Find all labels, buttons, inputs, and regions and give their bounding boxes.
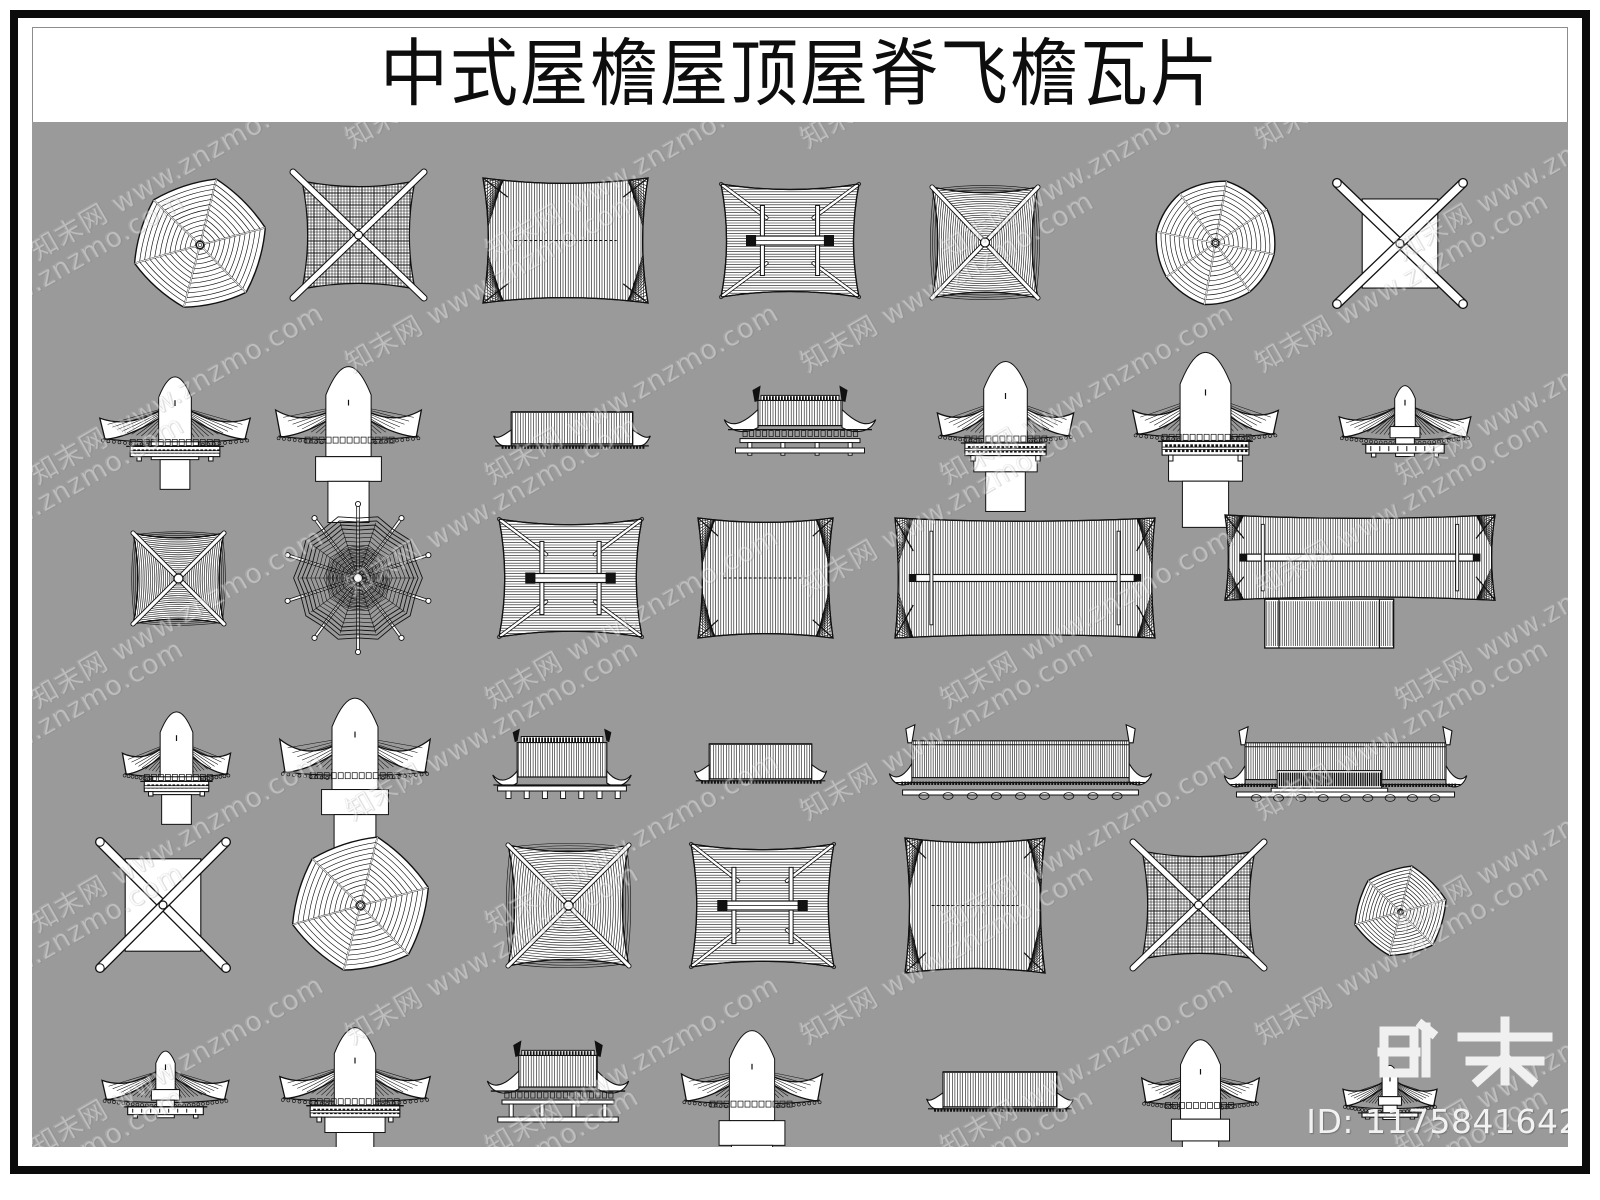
znzmo-logo (1370, 1011, 1560, 1089)
cad-figure (125, 175, 275, 315)
cad-figure (693, 513, 838, 643)
cad-figure (289, 168, 427, 302)
cad-figure (119, 710, 234, 825)
cad-figure (1335, 376, 1475, 461)
cad-figure (888, 720, 1153, 800)
cad-figure (275, 697, 435, 857)
cad-figure (283, 833, 438, 978)
document-id: ID: 1175841642 (1306, 1102, 1568, 1141)
cad-figure (492, 723, 632, 799)
cad-figure (677, 1029, 827, 1147)
page-title: 中式屋檐屋顶屋脊飞檐瓦片 (379, 31, 1220, 118)
cad-figure (493, 513, 648, 643)
cad-figure (501, 838, 636, 973)
cad-figure (890, 513, 1160, 643)
cad-figure (723, 385, 877, 456)
cad-figure (1223, 722, 1468, 802)
cad-figure (1128, 351, 1283, 528)
cad-figure (1129, 838, 1267, 972)
cad-figure (126, 526, 231, 631)
cad-figure (1143, 178, 1288, 308)
cad-figure (925, 180, 1045, 305)
cad-figure (1138, 1038, 1263, 1147)
cad-figure (1330, 176, 1470, 311)
cad-figure (98, 1042, 233, 1122)
cad-figure (1348, 862, 1453, 962)
cad-figure (1220, 510, 1500, 650)
cad-figure (492, 401, 652, 456)
cad-figure (93, 835, 233, 975)
cad-figure (478, 173, 653, 308)
cad-figure (685, 838, 840, 973)
drawing-layer (32, 122, 1568, 1147)
cad-figure (95, 375, 255, 490)
cad-figure (715, 178, 865, 303)
cad-figure (486, 1036, 630, 1124)
cad-figure (933, 360, 1078, 512)
cad-figure (283, 500, 433, 656)
cad-figure (693, 732, 828, 792)
cad-figure (275, 1026, 435, 1147)
cad-figure (900, 833, 1050, 978)
cad-figure (925, 1060, 1075, 1120)
cad-figure (271, 365, 426, 523)
title-banner: 中式屋檐屋顶屋脊飞檐瓦片 (32, 27, 1568, 122)
